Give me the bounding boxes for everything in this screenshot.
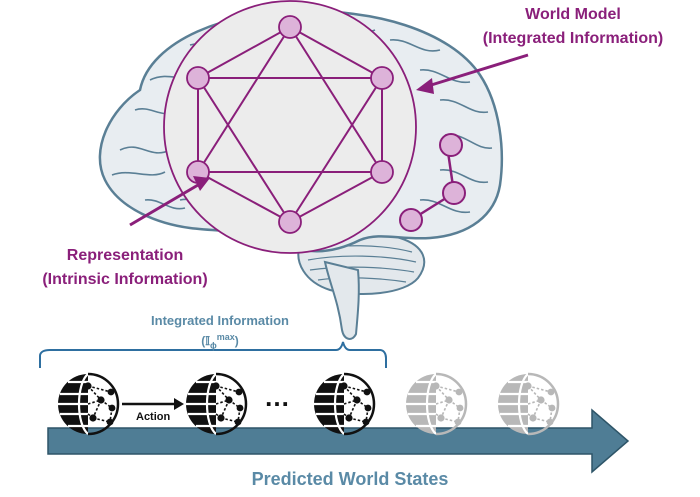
integrated-network [163, 0, 417, 254]
representation-title: Representation [66, 247, 184, 264]
network-node [370, 160, 394, 184]
symbol-sub: ϕ [209, 340, 217, 351]
chain-node [442, 181, 466, 205]
world-model-title: World Model [525, 6, 621, 23]
action-label: Action [136, 411, 171, 423]
globe-state-2 [184, 372, 248, 436]
network-node [278, 15, 302, 39]
intrinsic-chain [399, 133, 466, 232]
integrated-info-title: Integrated Information [151, 313, 289, 328]
integrated-info-label: Integrated Information (𝕀ϕmax) [90, 313, 350, 353]
integrated-info-bracket [39, 341, 387, 368]
symbol-sup: max [216, 332, 235, 342]
chain-node [399, 208, 423, 232]
representation-pointer [129, 176, 210, 227]
chain-node [439, 133, 463, 157]
representation-subtitle: (Intrinsic Information) [42, 271, 208, 288]
world-model-subtitle: (Integrated Information) [482, 30, 664, 47]
world-model-circle [163, 0, 417, 254]
predicted-world-states-label: Predicted World States [251, 469, 449, 489]
integrated-info-symbol: (𝕀ϕmax) [90, 329, 350, 353]
symbol-open: (𝕀 [201, 334, 210, 348]
world-model-label: World Model (Integrated Information) [448, 3, 698, 51]
globe-state-4-faded [404, 372, 468, 436]
network-node [370, 66, 394, 90]
cerebellum-folds [307, 245, 417, 283]
globe-state-1 [56, 372, 120, 436]
representation-label: Representation (Intrinsic Information) [0, 244, 250, 292]
timeline-arrow [47, 408, 630, 474]
globe-state-3 [312, 372, 376, 436]
ellipsis-label: … [264, 382, 291, 412]
world-model-pointer [416, 53, 529, 94]
network-node [278, 210, 302, 234]
symbol-close: ) [234, 334, 239, 348]
network-node [186, 66, 210, 90]
action-arrow [122, 398, 184, 410]
globe-state-5-faded [496, 372, 560, 436]
